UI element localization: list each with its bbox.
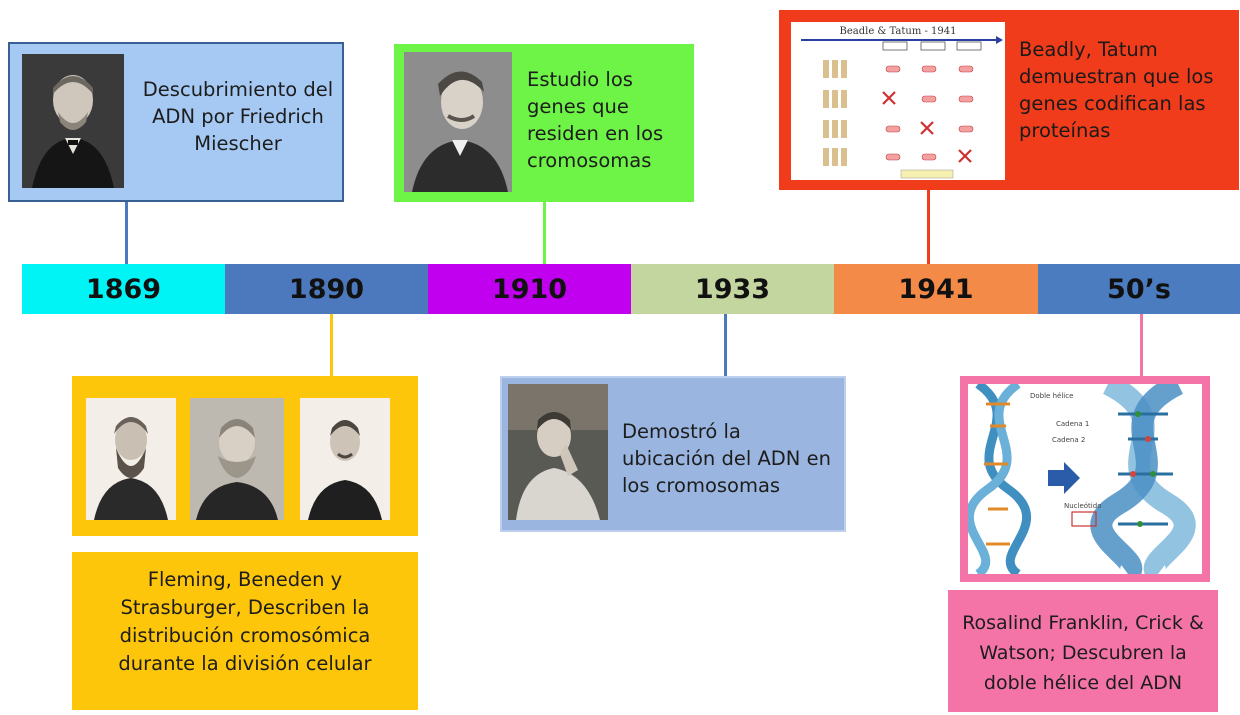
event-card-fleming-caption: Fleming, Beneden y Strasburger, Describe… bbox=[72, 552, 418, 710]
event-card-genes-cromosomas: Estudio los genes que residen en los cro… bbox=[394, 44, 694, 202]
figure-label-strand2: Cadena 2 bbox=[1052, 436, 1085, 444]
timeline-segment-50s: 50’s bbox=[1038, 264, 1240, 314]
timeline-segment-1890: 1890 bbox=[225, 264, 428, 314]
event-card-miescher: Descubrimiento del ADN por Friedrich Mie… bbox=[8, 42, 344, 202]
experiment-diagram-icon: Beadle & Tatum - 1941 bbox=[791, 22, 1005, 180]
connector-double-helix bbox=[1140, 314, 1143, 376]
timeline-segment-1941: 1941 bbox=[834, 264, 1038, 314]
event-text: Estudio los genes que residen en los cro… bbox=[527, 68, 664, 172]
connector-fleming bbox=[330, 314, 333, 376]
portrait-photo-icon bbox=[300, 398, 390, 520]
year-label: 1910 bbox=[491, 273, 568, 305]
event-text: Demostró la ubicación del ADN en los cro… bbox=[622, 420, 831, 497]
event-text: Beadly, Tatum demuestran que los genes c… bbox=[1019, 38, 1214, 142]
connector-beadle bbox=[927, 188, 930, 264]
portrait-photo-icon bbox=[404, 52, 512, 192]
event-text: Descubrimiento del ADN por Friedrich Mie… bbox=[142, 78, 334, 155]
portrait-photo-icon bbox=[22, 54, 124, 188]
year-label: 1890 bbox=[288, 273, 365, 305]
event-text: Rosalind Franklin, Crick & Watson; Descu… bbox=[962, 612, 1204, 694]
figure-title: Beadle & Tatum - 1941 bbox=[840, 26, 957, 37]
year-label: 1941 bbox=[898, 273, 974, 305]
year-label: 50’s bbox=[1107, 273, 1171, 305]
event-card-beadle-tatum: Beadle & Tatum - 1941 Beadly, Tatum demu… bbox=[779, 10, 1239, 190]
event-text: Fleming, Beneden y Strasburger, Describe… bbox=[118, 568, 372, 675]
year-label: 1869 bbox=[85, 273, 162, 305]
event-card-dna-location: Demostró la ubicación del ADN en los cro… bbox=[500, 376, 846, 532]
connector-miescher bbox=[125, 200, 128, 264]
timeline-segment-1869: 1869 bbox=[22, 264, 225, 314]
dna-double-helix-icon: Doble hélice Cadena 1 Cadena 2 Nucleótid… bbox=[968, 384, 1202, 574]
figure-label-strand1: Cadena 1 bbox=[1056, 420, 1089, 428]
event-card-double-helix-figure: Doble hélice Cadena 1 Cadena 2 Nucleótid… bbox=[960, 376, 1210, 582]
year-label: 1933 bbox=[694, 273, 771, 305]
timeline-segment-1933: 1933 bbox=[631, 264, 834, 314]
figure-label-title: Doble hélice bbox=[1030, 392, 1073, 400]
portrait-photo-icon bbox=[190, 398, 284, 520]
portrait-photo-icon bbox=[86, 398, 176, 520]
event-card-double-helix-caption: Rosalind Franklin, Crick & Watson; Descu… bbox=[948, 590, 1218, 712]
portrait-photo-icon bbox=[508, 384, 608, 520]
connector-dna-location bbox=[724, 314, 727, 376]
timeline-segment-1910: 1910 bbox=[428, 264, 631, 314]
event-card-fleming-photos bbox=[72, 376, 418, 536]
connector-genes bbox=[543, 200, 546, 264]
figure-label-nucleotide: Nucleótido bbox=[1064, 502, 1101, 510]
